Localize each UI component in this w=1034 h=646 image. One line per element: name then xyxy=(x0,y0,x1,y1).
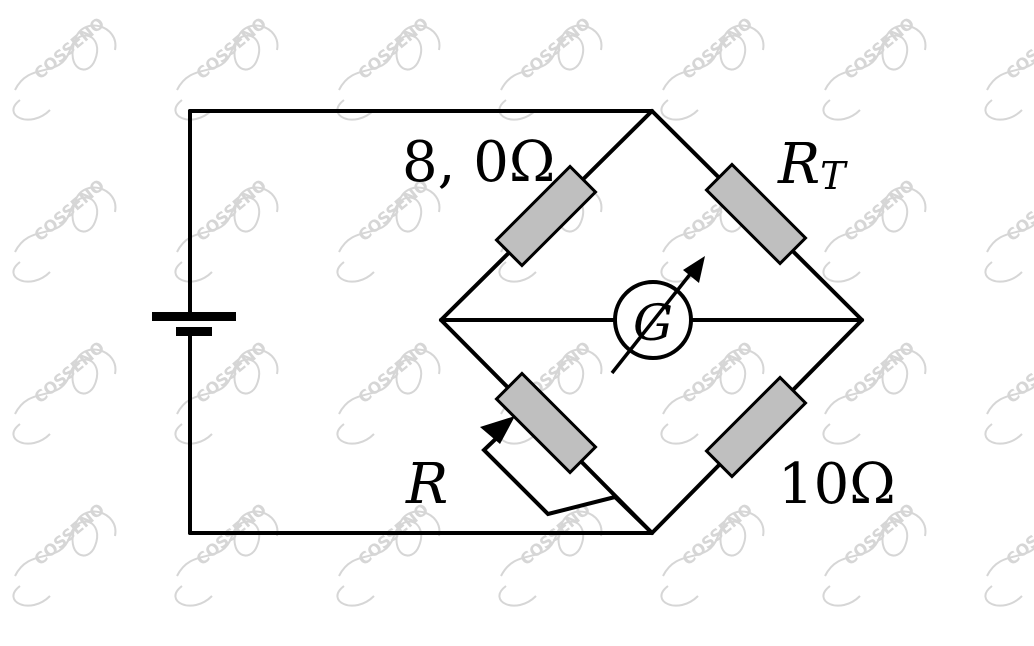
watermark-logo: COSSENO xyxy=(660,13,765,121)
watermark-logo: COSSENO xyxy=(660,499,765,607)
label-resistor-bottom-left: R xyxy=(405,452,448,517)
galvanometer-arrow-icon xyxy=(683,256,705,283)
watermark-logo: COSSENO xyxy=(822,337,927,445)
watermark-logo: COSSENO xyxy=(822,13,927,121)
watermark-logo: COSSENO xyxy=(12,175,117,283)
resistor-top-left xyxy=(494,164,598,268)
label-resistor-top-right-sub: T xyxy=(820,154,848,198)
battery-short-plate xyxy=(176,327,212,336)
watermark-logo-text: COSSENO xyxy=(1002,337,1034,407)
label-resistor-top-right: RT xyxy=(777,132,848,198)
label-resistor-top-right-main: R xyxy=(777,132,820,197)
watermark-logo-text: COSSENO xyxy=(1002,175,1034,245)
battery-long-plate xyxy=(152,312,236,321)
resistor-bottom-right xyxy=(704,375,808,479)
label-galvanometer: G xyxy=(633,294,673,352)
rheostat-arrow-icon xyxy=(480,416,515,444)
galvanometer xyxy=(610,256,705,375)
watermark-logo: COSSENO xyxy=(12,499,117,607)
galvanometer-needle xyxy=(610,266,697,375)
watermark-logo: COSSENO xyxy=(336,13,441,121)
label-resistor-top-left: 8, 0Ω xyxy=(402,130,555,195)
watermark-logo: COSSENO xyxy=(174,13,279,121)
watermark-logo: COSSENO xyxy=(984,499,1034,607)
watermark-logo: COSSENO xyxy=(12,13,117,121)
label-resistor-bottom-right: 10Ω xyxy=(778,452,896,517)
watermark-logo: COSSENO xyxy=(498,13,603,121)
watermark-logo: COSSENO xyxy=(12,337,117,445)
resistor-bottom-left-variable xyxy=(494,371,598,475)
watermark-logo: COSSENO xyxy=(984,175,1034,283)
watermark-logo: COSSENO xyxy=(336,337,441,445)
resistor-top-right xyxy=(704,162,808,266)
watermark-logo: COSSENO xyxy=(984,13,1034,121)
watermark-logo-text: COSSENO xyxy=(1002,13,1034,83)
rheostat-wiper-wire xyxy=(481,429,654,535)
battery xyxy=(152,312,236,336)
watermark-logo: COSSENO xyxy=(984,337,1034,445)
watermark-logo-text: COSSENO xyxy=(1002,499,1034,569)
